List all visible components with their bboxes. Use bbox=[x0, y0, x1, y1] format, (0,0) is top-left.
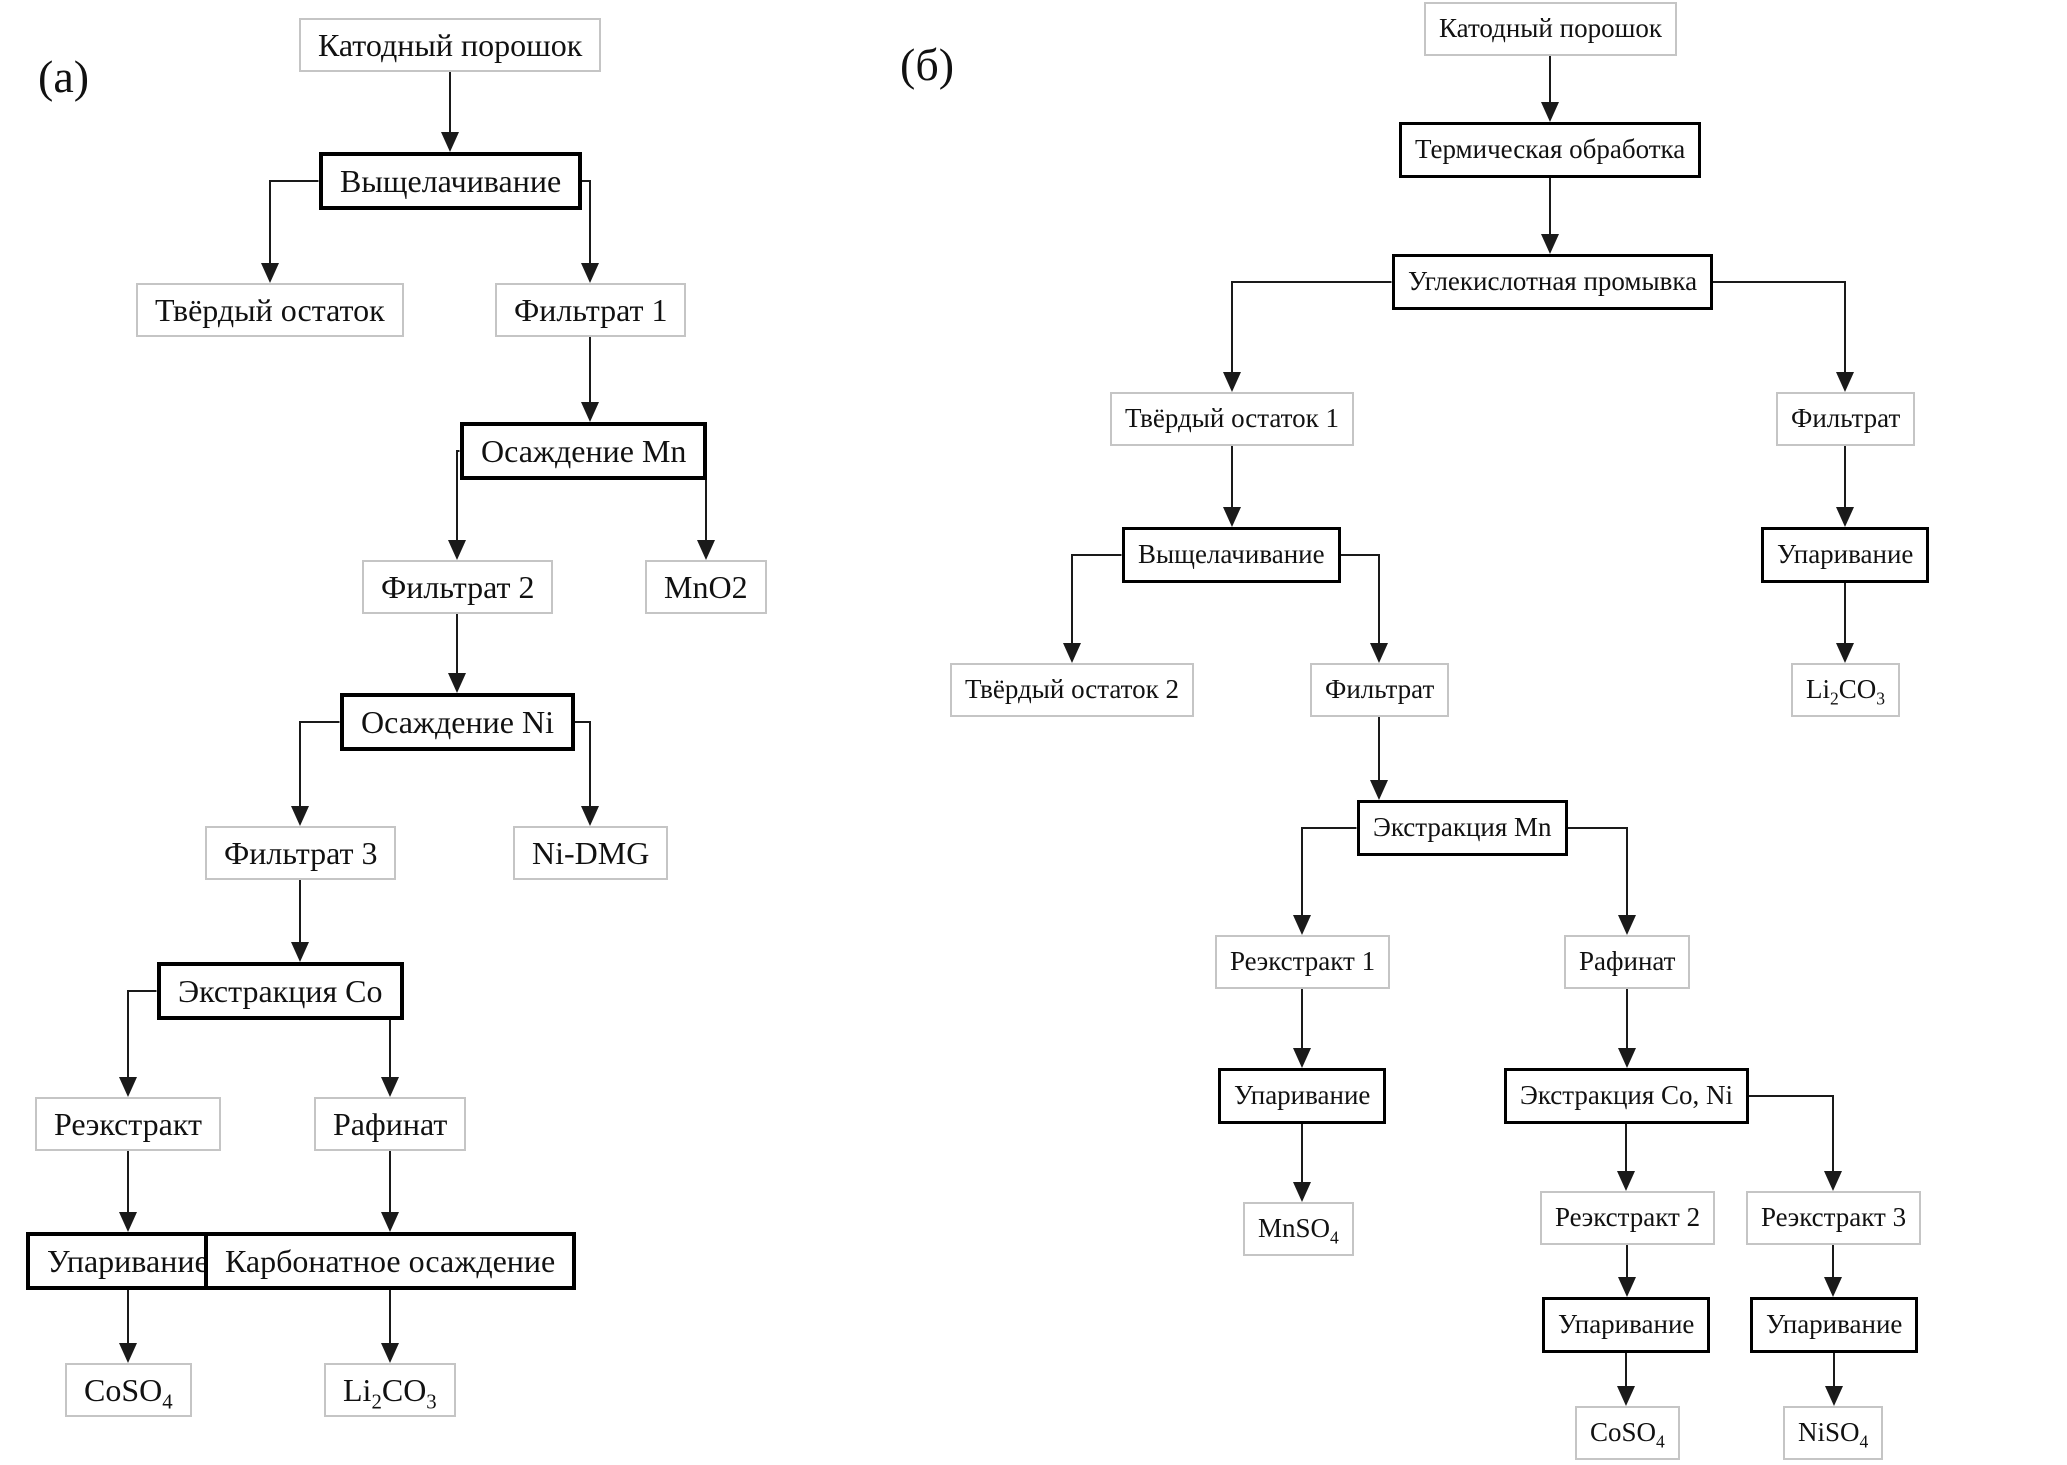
node-b-reextract-3: Реэкстракт 3 bbox=[1746, 1191, 1922, 1245]
node-a-filtrate-1: Фильтрат 1 bbox=[495, 283, 687, 337]
node-b-cathode-powder: Катодный порошок bbox=[1424, 2, 1677, 56]
node-a-li2co3: Li2CO3 bbox=[324, 1363, 456, 1417]
edge-b-co-ni-extraction-to-b-reextract-3 bbox=[1748, 1095, 1842, 1191]
node-b-evaporation-3: Упаривание bbox=[1750, 1297, 1919, 1353]
node-a-cathode-powder: Катодный порошок bbox=[299, 18, 602, 72]
node-a-filtrate-3: Фильтрат 3 bbox=[205, 826, 397, 880]
node-b-solid-residue-1: Твёрдый остаток 1 bbox=[1110, 392, 1354, 446]
edge-b-co2-washing-to-b-solid-residue-1 bbox=[1223, 281, 1392, 392]
panel-label-a: (а) bbox=[38, 51, 90, 102]
node-a-carbonate-precipitation: Карбонатное осаждение bbox=[204, 1232, 577, 1290]
node-b-li2co3: Li2CO3 bbox=[1791, 663, 1901, 717]
edge-a-ni-precipitation-to-a-ni-dmg bbox=[574, 721, 599, 826]
edge-b-co2-washing-to-b-filtrate-right bbox=[1712, 281, 1854, 392]
edge-b-mn-extraction-to-b-reextract-1 bbox=[1293, 827, 1357, 935]
node-b-leaching: Выщелачивание bbox=[1122, 527, 1341, 583]
node-a-leaching: Выщелачивание bbox=[319, 152, 583, 210]
node-b-thermal-treatment: Термическая обработка bbox=[1399, 122, 1702, 178]
node-b-reextract-2: Реэкстракт 2 bbox=[1540, 1191, 1716, 1245]
edge-b-mn-extraction-to-b-raffinate bbox=[1567, 827, 1636, 935]
node-a-reextract: Реэкстракт bbox=[35, 1097, 221, 1151]
edge-a-ni-precipitation-to-a-filtrate-3 bbox=[291, 721, 340, 826]
node-b-filtrate-mid: Фильтрат bbox=[1310, 663, 1450, 717]
node-a-mno2: MnO2 bbox=[645, 560, 767, 614]
node-a-solid-residue: Твёрдый остаток bbox=[136, 283, 404, 337]
panel-label-b: (б) bbox=[900, 39, 955, 90]
node-b-solid-residue-2: Твёрдый остаток 2 bbox=[950, 663, 1194, 717]
edge-b-leaching-to-b-filtrate-mid bbox=[1340, 554, 1388, 663]
node-a-ni-dmg: Ni-DMG bbox=[513, 826, 669, 880]
node-b-evaporation-1: Упаривание bbox=[1218, 1068, 1387, 1124]
node-a-coso4: CoSO4 bbox=[65, 1363, 192, 1417]
node-b-filtrate-right: Фильтрат bbox=[1776, 392, 1916, 446]
node-a-ni-precipitation: Осаждение Ni bbox=[340, 693, 575, 751]
node-a-evaporation: Упаривание bbox=[26, 1232, 230, 1290]
edge-a-co-extraction-to-a-reextract bbox=[119, 990, 157, 1097]
node-b-mn-extraction: Экстракция Mn bbox=[1357, 800, 1568, 856]
node-b-evaporation-2: Упаривание bbox=[1542, 1297, 1711, 1353]
node-a-mn-precipitation: Осаждение Mn bbox=[460, 422, 708, 480]
edge-a-leaching-to-a-solid-residue bbox=[261, 180, 319, 283]
node-b-co2-washing: Углекислотная промывка bbox=[1392, 254, 1714, 310]
node-b-raffinate: Рафинат bbox=[1564, 935, 1691, 989]
node-b-mnso4: MnSO4 bbox=[1243, 1202, 1354, 1256]
node-b-niso4: NiSO4 bbox=[1783, 1406, 1884, 1460]
node-a-co-extraction: Экстракция Co bbox=[157, 962, 404, 1020]
node-b-co-ni-extraction: Экстракция Co, Ni bbox=[1504, 1068, 1750, 1124]
node-b-evaporation-right: Упаривание bbox=[1761, 527, 1930, 583]
node-a-raffinate: Рафинат bbox=[314, 1097, 467, 1151]
edge-a-leaching-to-a-filtrate-1 bbox=[581, 180, 599, 283]
node-b-coso4: CoSO4 bbox=[1575, 1406, 1680, 1460]
node-b-reextract-1: Реэкстракт 1 bbox=[1215, 935, 1391, 989]
node-a-filtrate-2: Фильтрат 2 bbox=[362, 560, 554, 614]
edge-b-leaching-to-b-solid-residue-2 bbox=[1063, 554, 1122, 663]
